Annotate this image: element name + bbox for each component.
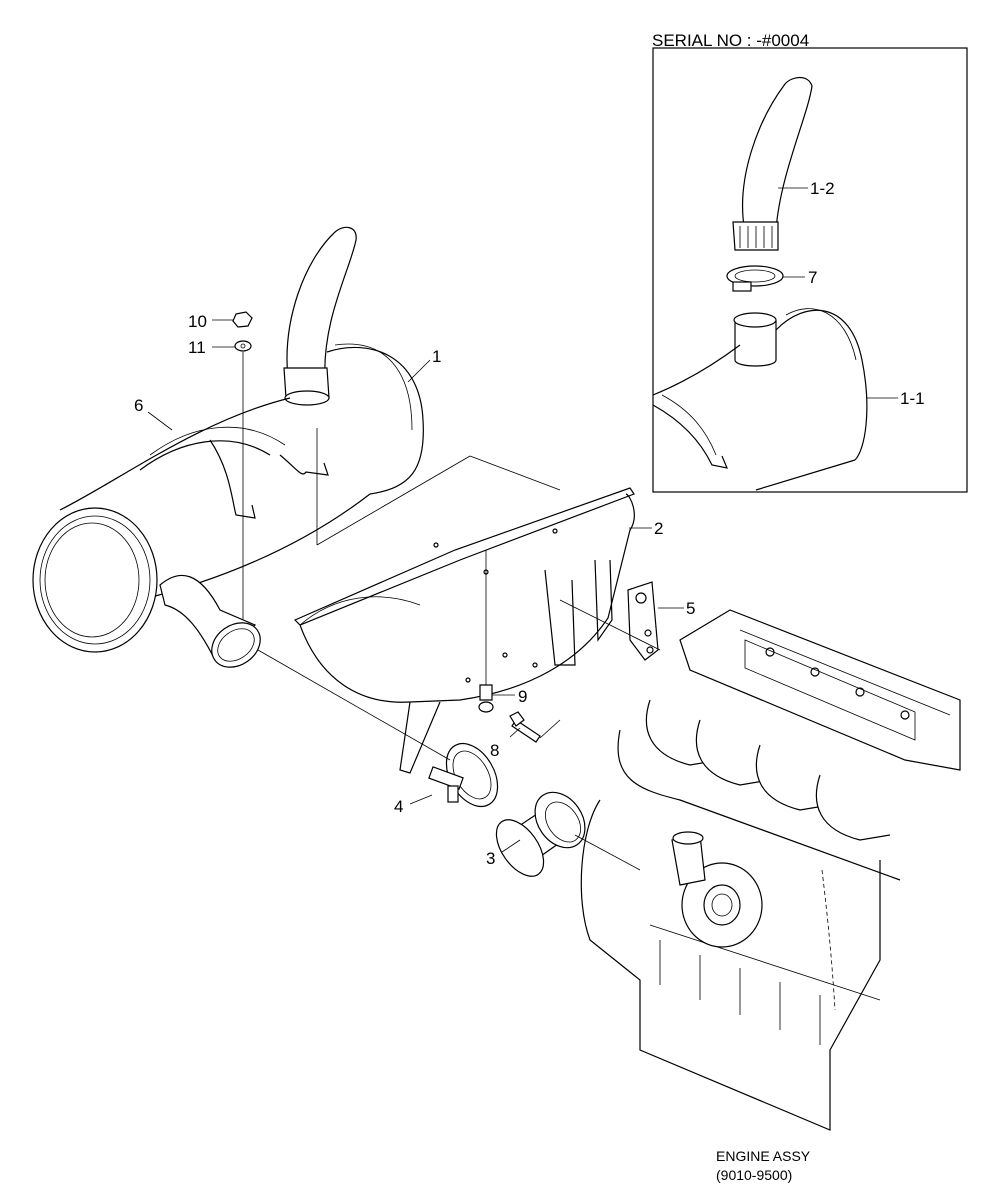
serial-inset: SERIAL NO : -#0004 1-2 7 1-1: [652, 31, 968, 493]
inset-tailpipe: [742, 76, 813, 233]
hardware: [232, 311, 541, 743]
inset-strap: [652, 404, 728, 469]
engine-caption-line1: ENGINE ASSY: [716, 1148, 811, 1164]
nut: [232, 311, 253, 328]
callout-2: 2: [654, 519, 663, 538]
callout-10: 10: [188, 312, 207, 331]
muffler-tailpipe: [286, 226, 357, 381]
muffler-end-rim: [326, 346, 424, 495]
callout-6: 6: [134, 396, 143, 415]
callout-4: 4: [394, 797, 403, 816]
callout-11: 11: [188, 338, 206, 357]
callout-9: 9: [518, 687, 527, 706]
washer: [234, 340, 252, 352]
inset-frame: [652, 47, 968, 493]
callout-8: 8: [490, 741, 499, 760]
bracket-plate: [627, 581, 659, 661]
inset-clamp: [726, 265, 784, 287]
callout-7: 7: [808, 268, 817, 287]
inset-outlet-stub: [734, 320, 777, 367]
inset-muffler-rim: [775, 309, 868, 461]
callout-1-2: 1-2: [810, 179, 835, 198]
engine-caption-line2: (9010-9500): [716, 1167, 792, 1183]
callout-1: 1: [432, 347, 441, 366]
callouts: 1 2 3 4 5 6 8 9 10 11: [134, 312, 695, 868]
callout-3: 3: [486, 849, 495, 868]
inset-tailpipe-sleeve: [732, 221, 779, 251]
engine-block: [580, 799, 881, 1131]
pipe-clamp: [428, 742, 499, 808]
engine: [580, 609, 961, 1131]
assembly-lines: [242, 352, 661, 871]
muffler-strap: [139, 440, 271, 471]
heat-shield: [293, 487, 635, 774]
engine-valve-cover: [679, 609, 961, 771]
bracket: [627, 581, 659, 661]
muffler: [32, 226, 424, 668]
heat-shield-lip: [293, 487, 635, 626]
callout-5: 5: [686, 599, 695, 618]
inset-title: SERIAL NO : -#0004: [652, 31, 809, 50]
exhaust-pipe: [495, 791, 586, 877]
bolt-9: [479, 684, 493, 701]
muffler-flange: [32, 507, 158, 653]
bolt-8: [511, 719, 541, 743]
callout-1-1: 1-1: [900, 389, 925, 408]
